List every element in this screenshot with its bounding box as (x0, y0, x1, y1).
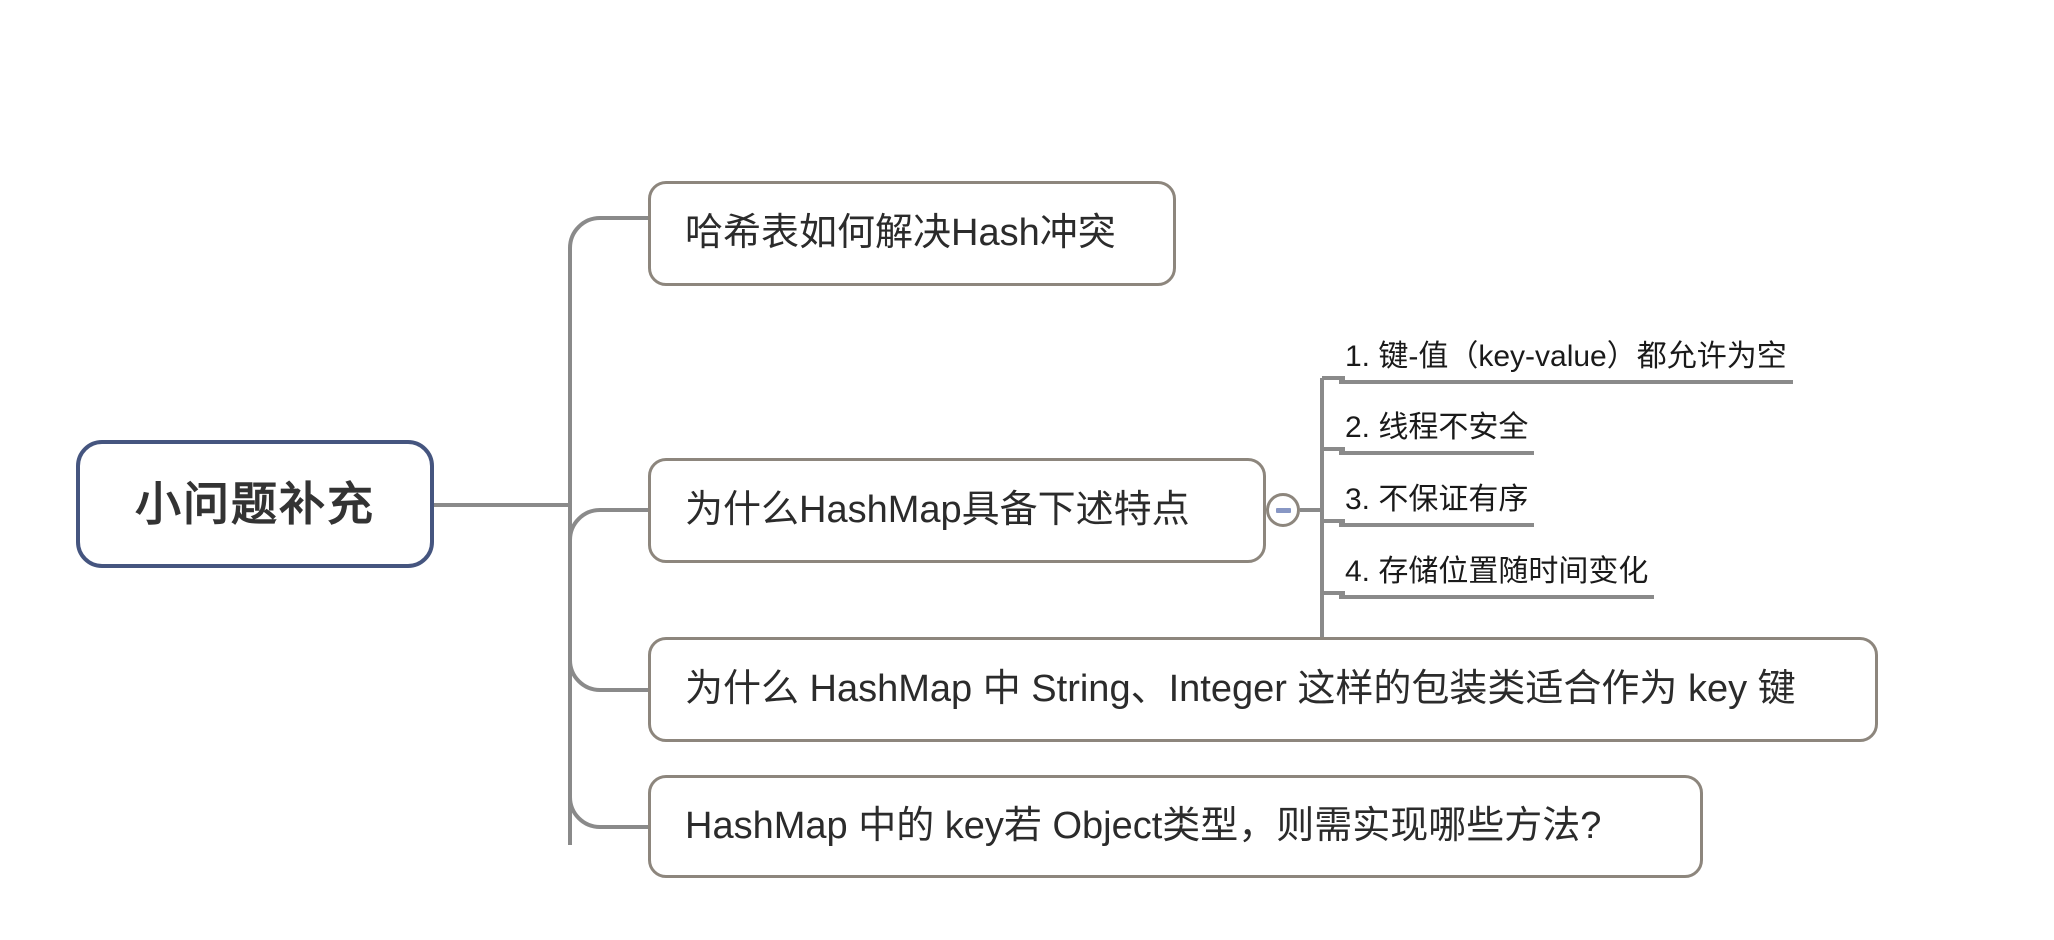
branch-node-label: 为什么HashMap具备下述特点 (685, 488, 1190, 531)
branch-node-label: HashMap 中的 key若 Object类型，则需实现哪些方法? (685, 804, 1602, 847)
leaf-item-label: 1. 键-值（key-value）都允许为空 (1345, 340, 1787, 373)
collapse-minus-icon[interactable] (1266, 493, 1300, 527)
branch-node-wrapper-class-key[interactable]: 为什么 HashMap 中 String、Integer 这样的包装类适合作为 … (648, 637, 1878, 742)
leaf-item-label: 3. 不保证有序 (1345, 483, 1529, 516)
leaf-item[interactable]: 4. 存储位置随时间变化 (1339, 555, 1655, 599)
branch-node-label: 为什么 HashMap 中 String、Integer 这样的包装类适合作为 … (685, 667, 1796, 710)
wire-branch-3 (568, 659, 648, 692)
branch-node-object-key-methods[interactable]: HashMap 中的 key若 Object类型，则需实现哪些方法? (648, 775, 1703, 878)
leaf-item-label: 4. 存储位置随时间变化 (1345, 555, 1649, 588)
wire-branch-2 (568, 508, 648, 541)
leaf-underline (1339, 380, 1793, 384)
leaf-item[interactable]: 3. 不保证有序 (1339, 483, 1535, 527)
leaf-item[interactable]: 1. 键-值（key-value）都允许为空 (1339, 340, 1793, 384)
minus-glyph (1275, 507, 1291, 513)
wire-branch-1 (568, 216, 648, 249)
leaf-item-label: 2. 线程不安全 (1345, 411, 1529, 444)
branch-node-hashmap-features[interactable]: 为什么HashMap具备下述特点 (648, 458, 1266, 563)
leaf-underline (1339, 451, 1535, 455)
branch-node-hash-collision[interactable]: 哈希表如何解决Hash冲突 (648, 181, 1176, 286)
leaf-item[interactable]: 2. 线程不安全 (1339, 411, 1535, 455)
root-node-label: 小问题补充 (135, 477, 375, 530)
root-node[interactable]: 小问题补充 (76, 440, 434, 568)
leaf-underline (1339, 595, 1655, 599)
wire-branch-4 (568, 796, 648, 829)
leaf-underline (1339, 523, 1535, 527)
branch-node-label: 哈希表如何解决Hash冲突 (685, 211, 1116, 254)
